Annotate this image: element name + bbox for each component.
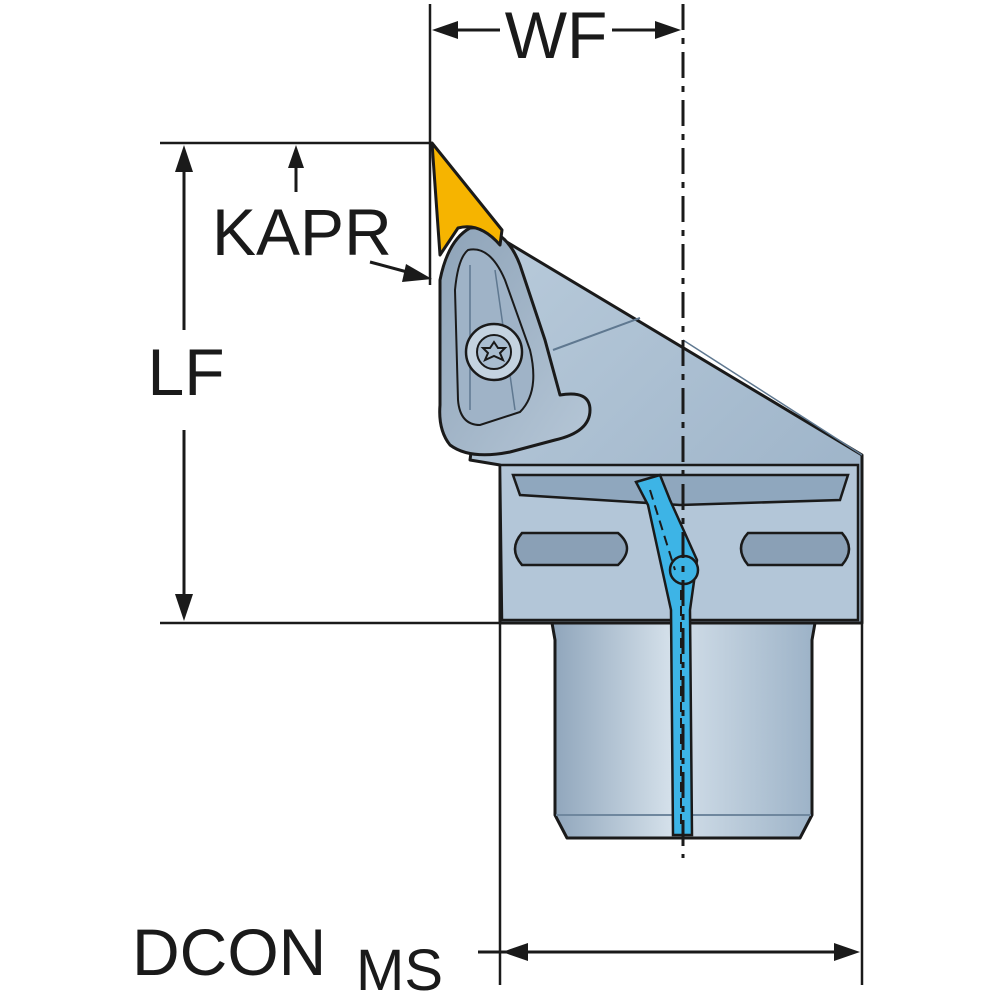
head-facet-line-1 (552, 317, 641, 351)
kapr-label: KAPR (212, 195, 392, 269)
wf-dimension (432, 21, 681, 39)
wf-label: WF (505, 0, 608, 72)
kapr-dimension (288, 145, 432, 282)
dcon-dimension (478, 943, 860, 961)
insert (430, 141, 504, 257)
torx-icon (480, 340, 508, 362)
dcon-subscript-label: MS (356, 938, 443, 1000)
head-bevel-band (511, 473, 850, 507)
lf-dimension (175, 145, 193, 621)
clamp-screw-inner (476, 334, 512, 370)
coolant-dash-1 (649, 489, 676, 571)
right-slot (739, 531, 851, 567)
dcon-label: DCON (132, 915, 326, 989)
lf-label: LF (147, 335, 224, 409)
left-slot (513, 531, 629, 567)
head-facet-line-2 (682, 339, 863, 456)
